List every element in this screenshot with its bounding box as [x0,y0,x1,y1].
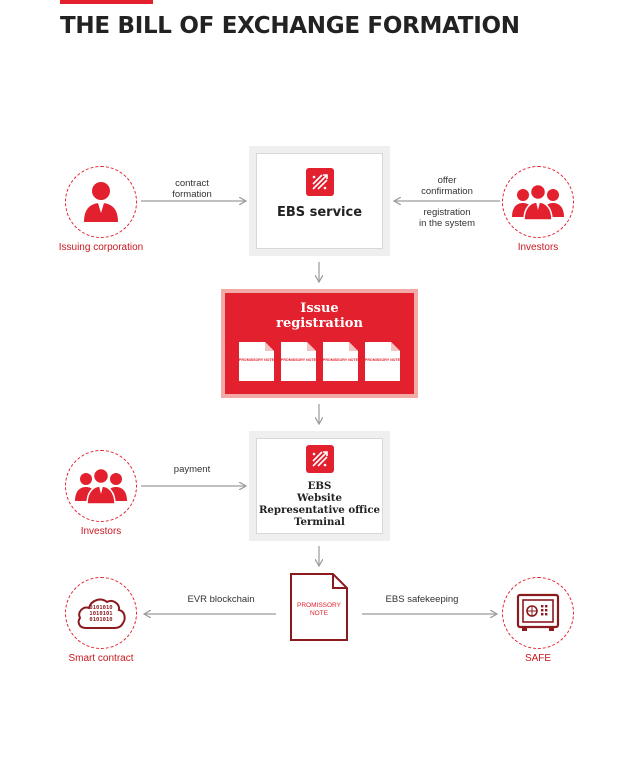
evr-blockchain-label: EVR blockchain [187,594,255,605]
ebs-website-box: EBS Website Representative office Termin… [249,431,390,541]
ebs-website-text: EBS Website Representative office Termin… [258,480,381,528]
issuing-corporation-label: Issuing corporation [58,242,144,253]
ebs-logo-icon [305,445,334,473]
ebs-logo-icon [305,168,334,196]
investors-mid-label: Investors [80,526,122,537]
promissory-note-icon: PROMISSORY NOTE [364,341,401,382]
investors-top-circle [502,166,574,238]
smart-contract-label: Smart contract [68,653,134,664]
ebs-service-title: EBS service [276,205,363,220]
safe-label: SAFE [524,653,552,664]
safe-icon [516,593,560,631]
title-accent-bar [60,0,153,4]
issue-registration-box: Issue registration PROMISSORY NOTE PROMI… [221,289,418,398]
promissory-note-text: PROMISSORY NOTE [297,602,341,617]
group-icon [512,183,564,221]
investors-mid-circle [65,450,137,522]
promissory-note-icon: PROMISSORY NOTE [238,341,275,382]
page-title: THE BILL OF EXCHANGE FORMATION [60,13,520,39]
promissory-note-icon: PROMISSORY NOTE [280,341,317,382]
issue-notes-row: PROMISSORY NOTE PROMISSORY NOTE PROMISSO… [238,341,401,382]
offer-confirmation-label: offer confirmation [421,175,473,197]
registration-label: registration in the system [419,207,475,229]
payment-label: payment [173,464,211,475]
binary-cloud-icon: 0101010 1010101 0101010 [75,593,127,633]
ebs-service-box: EBS service [249,146,390,256]
safe-circle [502,577,574,649]
issuing-corporation-circle [65,166,137,238]
issue-registration-title: Issue registration [276,301,363,331]
person-icon [84,182,118,222]
ebs-safekeeping-label: EBS safekeeping [385,594,459,605]
promissory-note-icon: PROMISSORY NOTE [322,341,359,382]
investors-top-label: Investors [517,242,559,253]
group-icon [75,467,127,505]
promissory-note-document: PROMISSORY NOTE [289,572,349,642]
contract-formation-label: contract formation [172,178,212,200]
smart-contract-circle: 0101010 1010101 0101010 [65,577,137,649]
